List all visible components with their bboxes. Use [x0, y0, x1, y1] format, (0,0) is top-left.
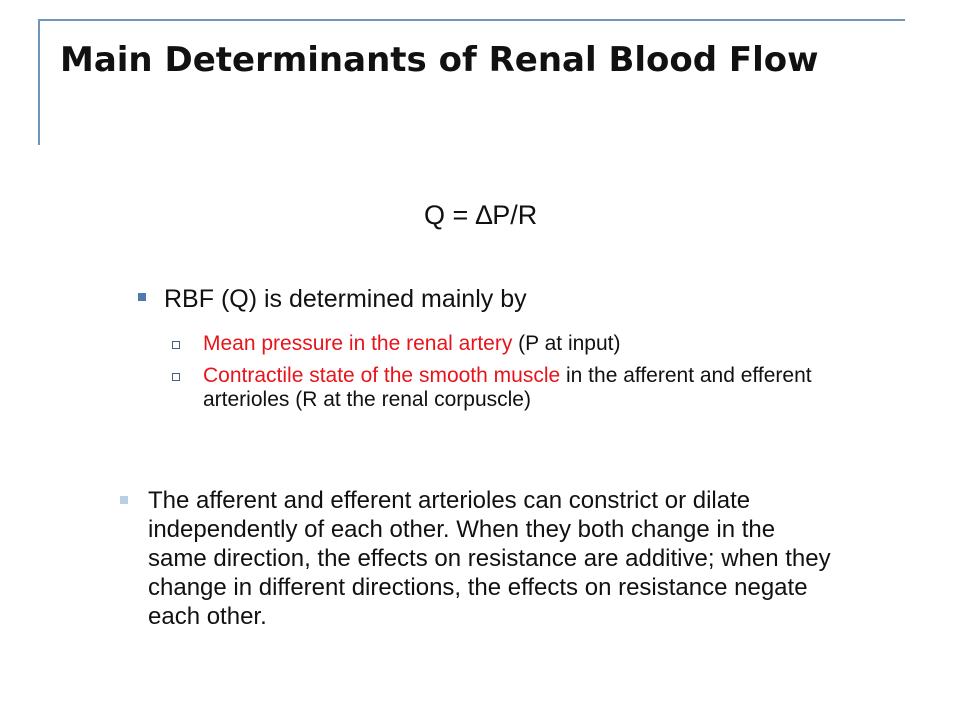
sub-bullet-item: Contractile state of the smooth muscle i… [172, 364, 852, 412]
frame-top-line [38, 19, 905, 21]
sub-bullet-highlight: Mean pressure in the renal artery [203, 332, 513, 355]
square-bullet-icon [120, 496, 128, 504]
hollow-square-bullet-icon [172, 341, 180, 349]
frame-left-line [38, 19, 40, 145]
square-bullet-icon [138, 293, 146, 302]
bottom-bullet-text: The afferent and efferent arterioles can… [148, 487, 831, 630]
sub-bullet-list: Mean pressure in the renal artery (P at … [172, 332, 852, 420]
sub-bullet-highlight: Contractile state of the smooth muscle [203, 364, 561, 387]
main-bullet: RBF (Q) is determined mainly by [138, 285, 527, 314]
main-bullet-text: RBF (Q) is determined mainly by [164, 285, 527, 313]
slide-title: Main Determinants of Renal Blood Flow [60, 40, 819, 80]
sub-bullet-text: in the afferent and efferent arterioles … [203, 364, 812, 411]
bottom-bullet: The afferent and efferent arterioles can… [120, 486, 840, 631]
formula: Q = ∆P/R [424, 200, 538, 230]
hollow-square-bullet-icon [172, 373, 180, 381]
sub-bullet-text: (P at input) [512, 332, 621, 355]
sub-bullet-item: Mean pressure in the renal artery (P at … [172, 332, 852, 356]
